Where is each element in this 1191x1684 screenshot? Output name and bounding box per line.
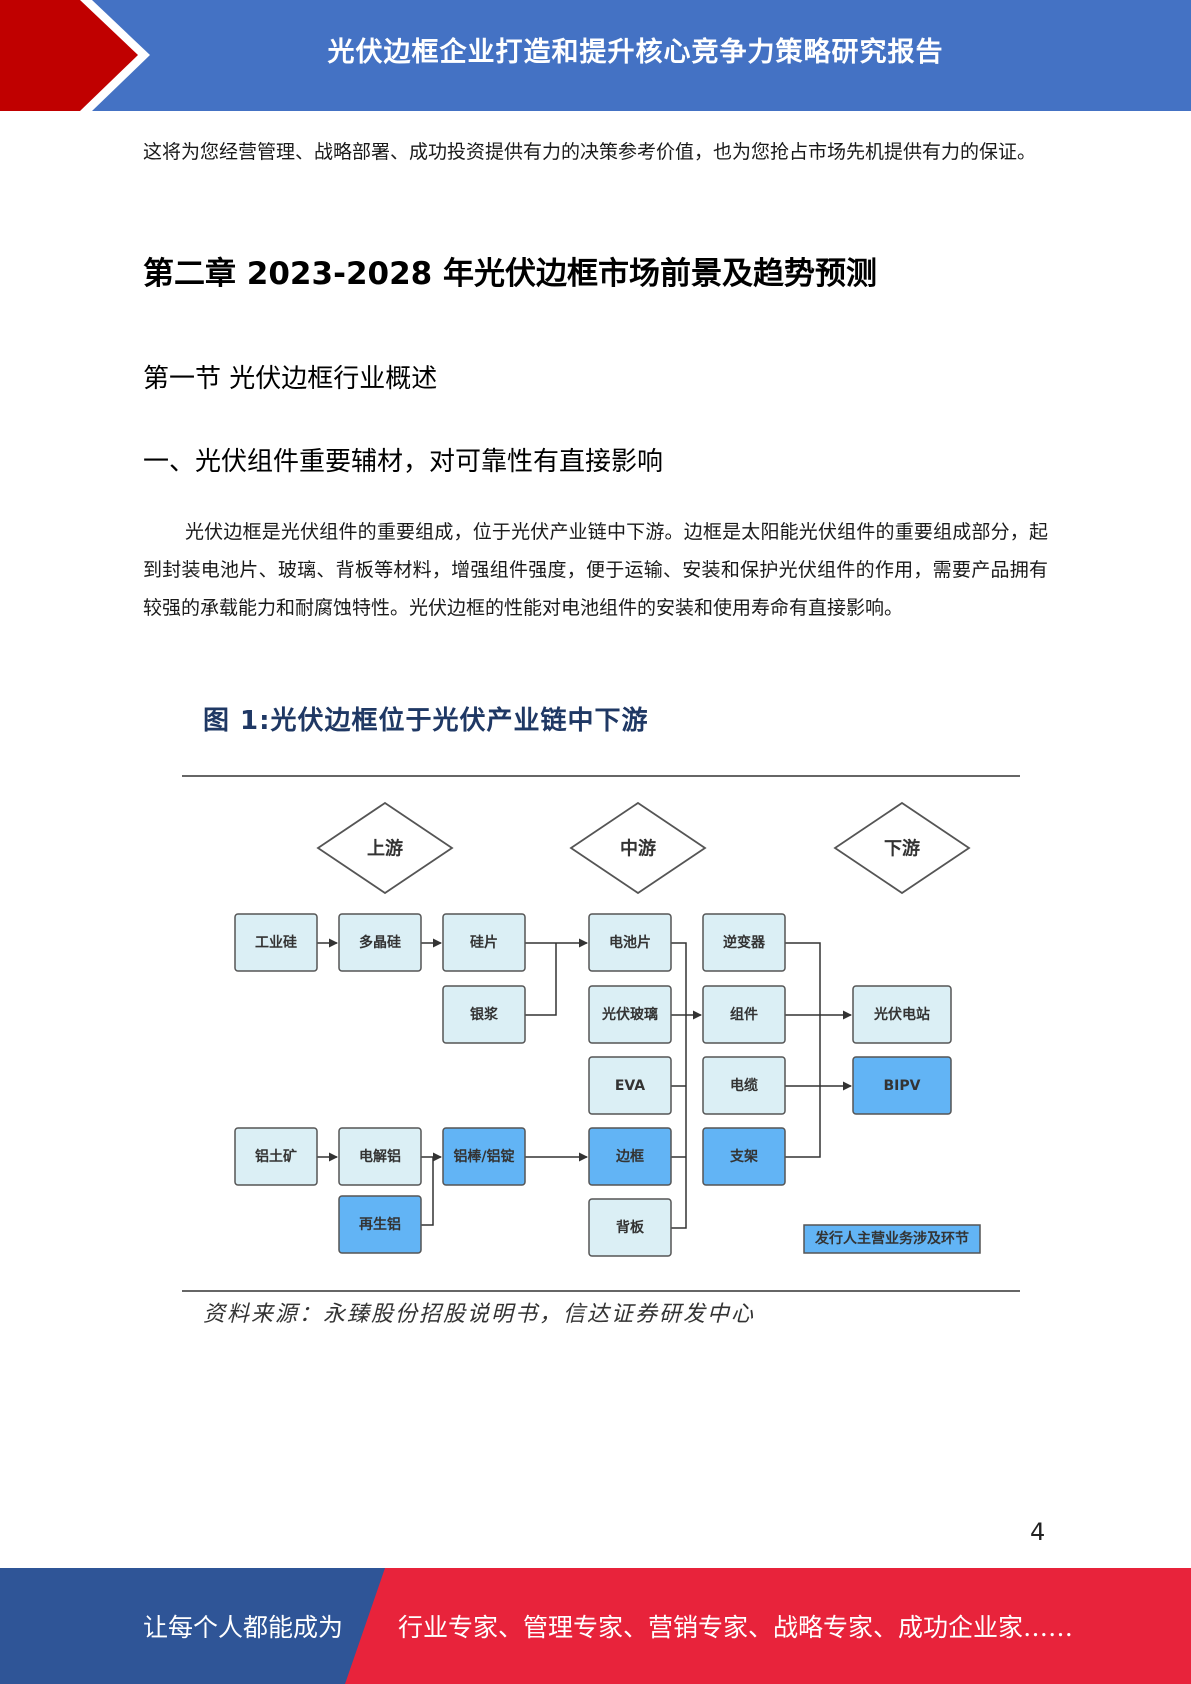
stage-downstream: 下游: [833, 801, 971, 895]
node-silicon-wafer: 硅片: [442, 913, 526, 972]
node-frame: 边框: [588, 1127, 672, 1186]
node-backsheet: 背板: [588, 1198, 672, 1257]
stage-midstream: 中游: [569, 801, 707, 895]
node-cell: 电池片: [588, 913, 672, 972]
svg-text:硅片: 硅片: [470, 934, 498, 951]
node-module: 组件: [702, 985, 786, 1044]
subsection-title: 一、光伏组件重要辅材，对可靠性有直接影响: [143, 447, 664, 477]
svg-text:电解铝: 电解铝: [359, 1148, 401, 1165]
svg-text:逆变器: 逆变器: [723, 934, 766, 951]
svg-text:光伏电站: 光伏电站: [873, 1006, 930, 1023]
section-title: 第一节 光伏边框行业概述: [143, 364, 438, 394]
page-number: 4: [1030, 1518, 1046, 1546]
node-bauxite: 铝土矿: [234, 1127, 318, 1186]
node-recycled-aluminum: 再生铝: [338, 1195, 422, 1254]
svg-text:多晶硅: 多晶硅: [359, 934, 401, 951]
node-pv-glass: 光伏玻璃: [588, 985, 672, 1044]
svg-text:EVA: EVA: [615, 1078, 645, 1094]
body-paragraph: 光伏边框是光伏组件的重要组成，位于光伏产业链中下游。边框是太阳能光伏组件的重要组…: [143, 521, 1048, 619]
chapter-title: 第二章 2023-2028 年光伏边框市场前景及趋势预测: [143, 256, 878, 292]
diagram-legend: 发行人主营业务涉及环节: [803, 1224, 981, 1254]
svg-text:支架: 支架: [729, 1148, 758, 1165]
diagram-connectors: [317, 938, 852, 1229]
svg-text:边框: 边框: [615, 1148, 644, 1165]
footer-slogan-left: 让每个人都能成为: [143, 1613, 344, 1642]
stage-upstream: 上游: [316, 801, 454, 895]
stage-downstream-label: 下游: [884, 838, 920, 860]
svg-text:电池片: 电池片: [609, 934, 651, 951]
node-inverter: 逆变器: [702, 913, 786, 972]
svg-text:电缆: 电缆: [730, 1077, 758, 1094]
intro-paragraph: 这将为您经营管理、战略部署、成功投资提供有力的决策参考价值，也为您抢占市场先机提…: [143, 141, 1037, 163]
stage-midstream-label: 中游: [620, 838, 656, 860]
header-chevron: [0, 0, 138, 111]
figure-title: 图 1:光伏边框位于光伏产业链中下游: [203, 706, 649, 736]
svg-text:BIPV: BIPV: [884, 1078, 921, 1094]
figure-source: 资料来源：永臻股份招股说明书，信达证券研发中心: [203, 1302, 756, 1327]
svg-text:铝棒/铝锭: 铝棒/铝锭: [453, 1148, 514, 1165]
node-industrial-silicon: 工业硅: [234, 913, 318, 972]
legend-label: 发行人主营业务涉及环节: [814, 1230, 969, 1247]
node-electrolytic-aluminum: 电解铝: [338, 1127, 422, 1186]
svg-text:工业硅: 工业硅: [255, 934, 297, 951]
stage-upstream-label: 上游: [367, 838, 403, 860]
node-bipv: BIPV: [852, 1056, 952, 1115]
node-cable: 电缆: [702, 1056, 786, 1115]
page-header: 光伏边框企业打造和提升核心竞争力策略研究报告: [0, 0, 1191, 111]
node-pv-station: 光伏电站: [852, 985, 952, 1044]
node-aluminum-rod: 铝棒/铝锭: [442, 1127, 526, 1186]
footer-slogan-right: 行业专家、管理专家、营销专家、战略专家、成功企业家……: [398, 1613, 1074, 1642]
header-title: 光伏边框企业打造和提升核心竞争力策略研究报告: [327, 37, 944, 68]
node-polysilicon: 多晶硅: [338, 913, 422, 972]
svg-text:光伏玻璃: 光伏玻璃: [601, 1006, 658, 1023]
page-footer: 让每个人都能成为 行业专家、管理专家、营销专家、战略专家、成功企业家……: [0, 1568, 1191, 1684]
svg-text:组件: 组件: [730, 1006, 758, 1023]
svg-text:再生铝: 再生铝: [359, 1216, 401, 1233]
svg-text:背板: 背板: [616, 1219, 645, 1236]
svg-text:银浆: 银浆: [470, 1006, 499, 1023]
svg-text:铝土矿: 铝土矿: [255, 1148, 297, 1165]
footer-blue-panel: [0, 1568, 385, 1684]
node-silver-paste: 银浆: [442, 985, 526, 1044]
node-eva: EVA: [588, 1056, 672, 1115]
node-bracket: 支架: [702, 1127, 786, 1186]
